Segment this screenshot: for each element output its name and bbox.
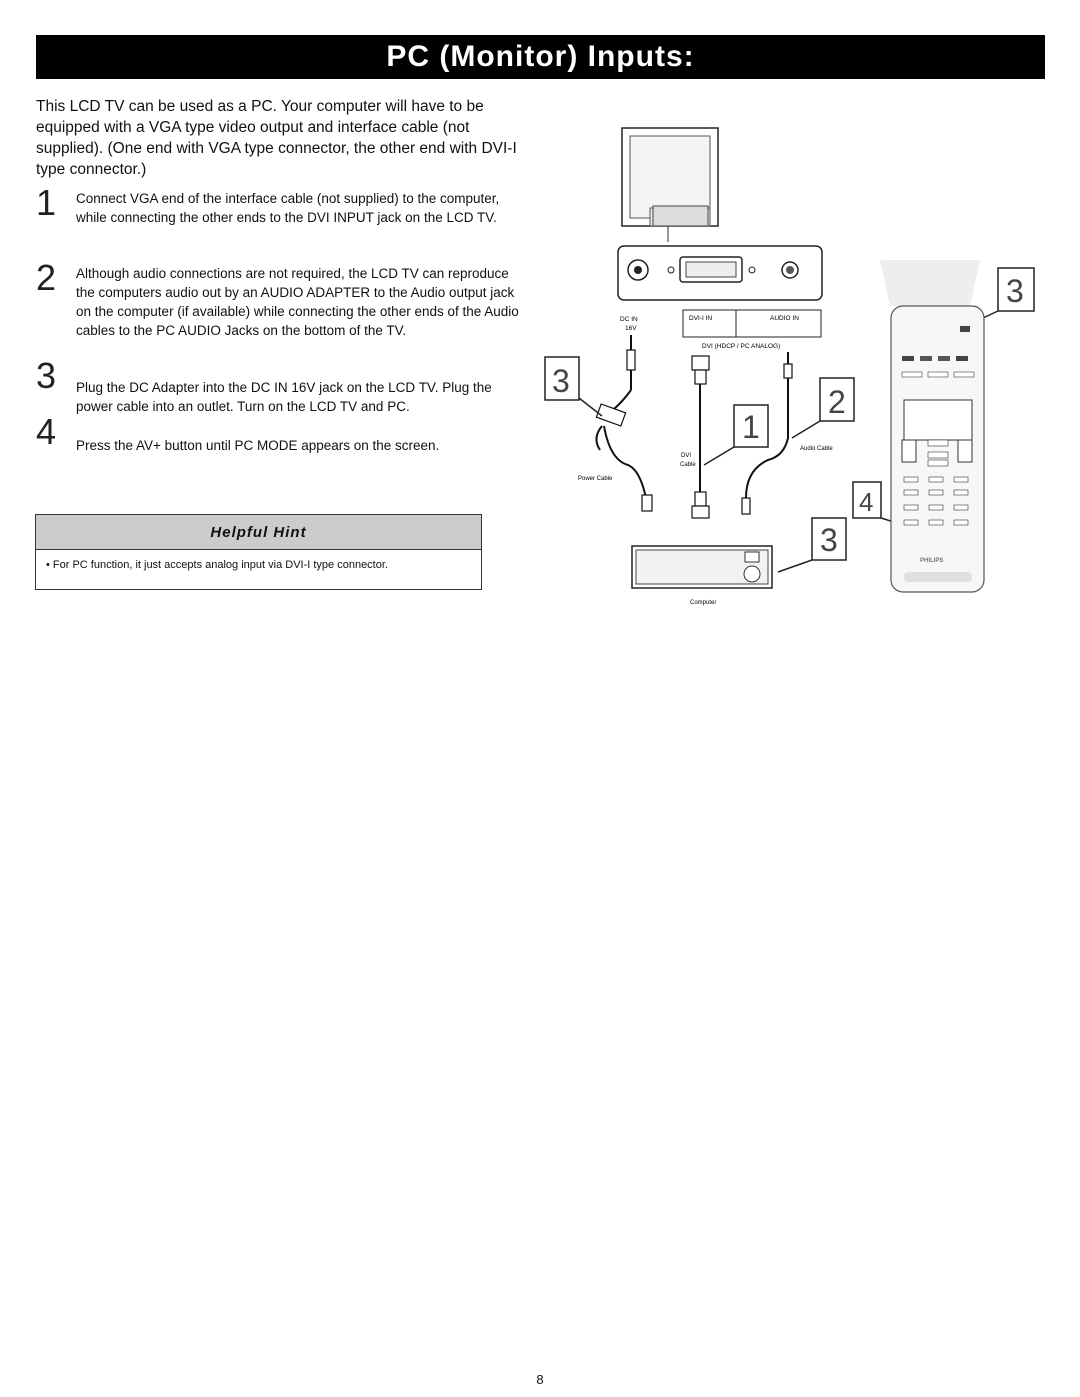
dvi-cable-label: DVI [681, 453, 691, 459]
tv-connector-panel [617, 245, 823, 301]
power-cable-label: Power Cable [578, 476, 613, 482]
hint-header: Helpful Hint [36, 515, 481, 550]
callout-3-left: 3 [544, 356, 603, 417]
svg-text:3: 3 [552, 363, 570, 399]
callout-3-bottom: 3 [777, 517, 847, 573]
dvi-cable-label-2: Cable [680, 462, 696, 468]
remote-brand: PHILIPS [920, 558, 943, 564]
svg-text:4: 4 [859, 487, 873, 517]
audio-in-label: AUDIO IN [770, 315, 799, 322]
audio-cable-label: Audio Cable [800, 446, 833, 452]
svg-text:3: 3 [820, 522, 838, 558]
dvi-in-label: DVI-I IN [689, 315, 712, 322]
step-text: Plug the DC Adapter into the DC IN 16V j… [76, 380, 492, 414]
callout-3-right: 3 [965, 267, 1035, 327]
callout-4: 4 [852, 481, 901, 525]
connection-diagram: DC IN 16V DVI-I IN AUDIO IN DVI (HDCP / … [540, 120, 1060, 620]
cables-illustration [595, 335, 793, 519]
hint-title: Helpful Hint [210, 523, 307, 541]
computer-illustration [631, 545, 773, 589]
step-number: 3 [36, 355, 57, 396]
callout-2: 2 [791, 377, 855, 439]
page-title-bar: PC (Monitor) Inputs: [36, 35, 1045, 79]
dc-16v-label: 16V [625, 325, 637, 332]
svg-text:2: 2 [828, 384, 846, 420]
hint-text: • For PC function, it just accepts analo… [46, 559, 388, 571]
step-number: 1 [36, 182, 57, 223]
svg-text:1: 1 [742, 409, 760, 445]
lcd-monitor-illustration [621, 127, 719, 242]
svg-text:3: 3 [1006, 273, 1024, 309]
step-text: Connect VGA end of the interface cable (… [76, 191, 500, 225]
helpful-hint-box: Helpful Hint • For PC function, it just … [35, 514, 482, 590]
page-number: 8 [536, 1372, 544, 1387]
remote-control-illustration: PHILIPS [880, 260, 985, 593]
step-text: Press the AV+ button until PC MODE appea… [76, 438, 440, 453]
dvi-caption: DVI (HDCP / PC ANALOG) [702, 343, 780, 350]
callout-1: 1 [703, 404, 769, 466]
dc-in-label: DC IN [620, 316, 638, 323]
step-number: 2 [36, 257, 57, 298]
intro-paragraph: This LCD TV can be used as a PC. Your co… [36, 98, 517, 178]
page-title: PC (Monitor) Inputs: [386, 40, 695, 73]
step-number: 4 [36, 411, 57, 452]
step-text: Although audio connections are not requi… [76, 266, 519, 338]
computer-label: Computer [690, 600, 716, 606]
